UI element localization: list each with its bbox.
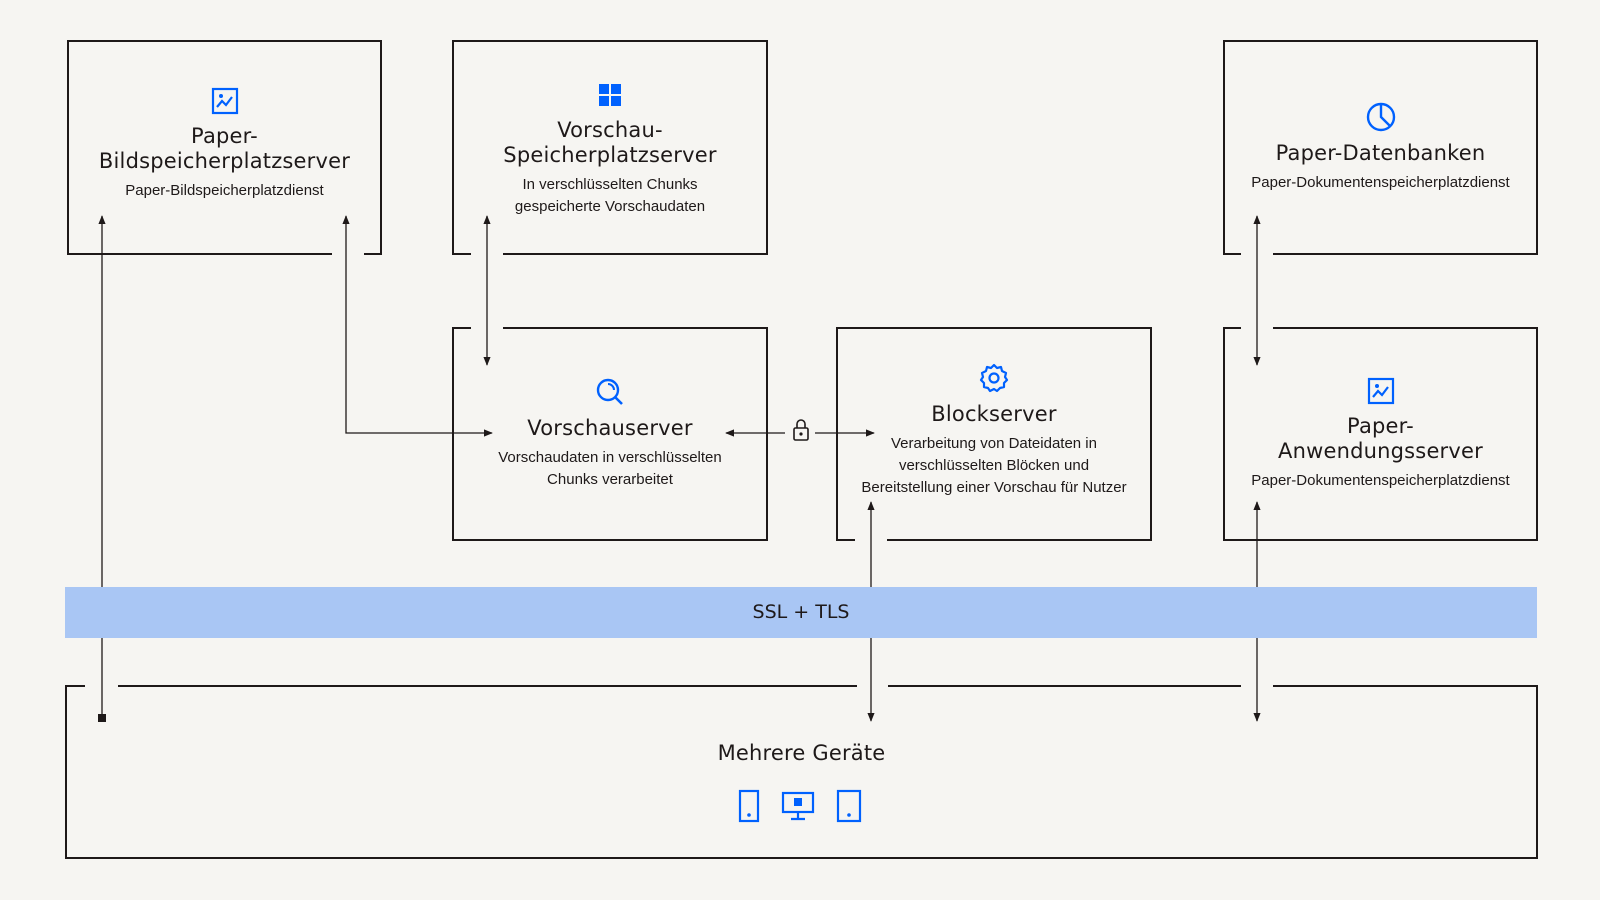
- image-icon: [1367, 377, 1394, 405]
- box-border-databases: [1223, 40, 1538, 255]
- devices-title: Mehrere Geräte: [717, 741, 886, 765]
- arrow-image-storage-preview-server: [342, 215, 493, 437]
- databases-box: Paper-Datenbanken Paper-Dokumentenspeich…: [1224, 101, 1537, 194]
- ssl-tls-label: SSL + TLS: [752, 601, 850, 623]
- image-storage-server-box: Paper- Bildspeicherplatzserver Paper-Bil…: [68, 86, 381, 202]
- preview-server-box: Vorschauserver Vorschaudaten in verschlü…: [453, 376, 767, 491]
- block-server-title: Blockserver: [931, 402, 1057, 426]
- app-server-box: Paper- Anwendungsserver Paper-Dokumenten…: [1224, 376, 1537, 492]
- preview-server-subtitle: Vorschaudaten in verschlüsselten Chunks …: [498, 449, 722, 488]
- pie-chart-icon: [1366, 102, 1395, 132]
- preview-storage-server-title: Vorschau- Speicherplatzserver: [503, 118, 717, 167]
- image-icon: [211, 87, 238, 115]
- lock-icon: [793, 419, 809, 441]
- grid-icon: [599, 84, 621, 106]
- box-border-devices: [65, 685, 1538, 859]
- ssl-tls-band: SSL + TLS: [65, 587, 1537, 638]
- desktop-icon: [781, 791, 815, 821]
- search-icon: [596, 378, 623, 405]
- phone-icon: [738, 789, 760, 823]
- arrow-origin-marker: [98, 714, 106, 722]
- gear-icon: [979, 363, 1009, 393]
- preview-storage-server-subtitle: In verschlüsselten Chunks gespeicherte V…: [514, 176, 706, 215]
- databases-title: Paper-Datenbanken: [1275, 141, 1486, 165]
- app-server-title: Paper- Anwendungsserver: [1278, 414, 1483, 463]
- box-border-app-server: [1223, 327, 1538, 541]
- block-server-subtitle: Verarbeitung von Dateidaten in verschlüs…: [861, 435, 1127, 496]
- box-border-block-server: [836, 327, 1152, 541]
- image-storage-server-title: Paper- Bildspeicherplatzserver: [98, 124, 351, 173]
- block-server-box: Blockserver Verarbeitung von Dateidaten …: [837, 362, 1151, 499]
- device-icons: [0, 789, 1600, 823]
- tablet-icon: [836, 789, 862, 823]
- preview-storage-server-box: Vorschau- Speicherplatzserver In verschl…: [453, 80, 767, 218]
- preview-server-title: Vorschauserver: [527, 416, 693, 440]
- app-server-subtitle: Paper-Dokumentenspeicherplatzdienst: [1251, 472, 1510, 489]
- image-storage-server-subtitle: Paper-Bildspeicherplatzdienst: [125, 182, 324, 199]
- databases-subtitle: Paper-Dokumentenspeicherplatzdienst: [1251, 174, 1510, 191]
